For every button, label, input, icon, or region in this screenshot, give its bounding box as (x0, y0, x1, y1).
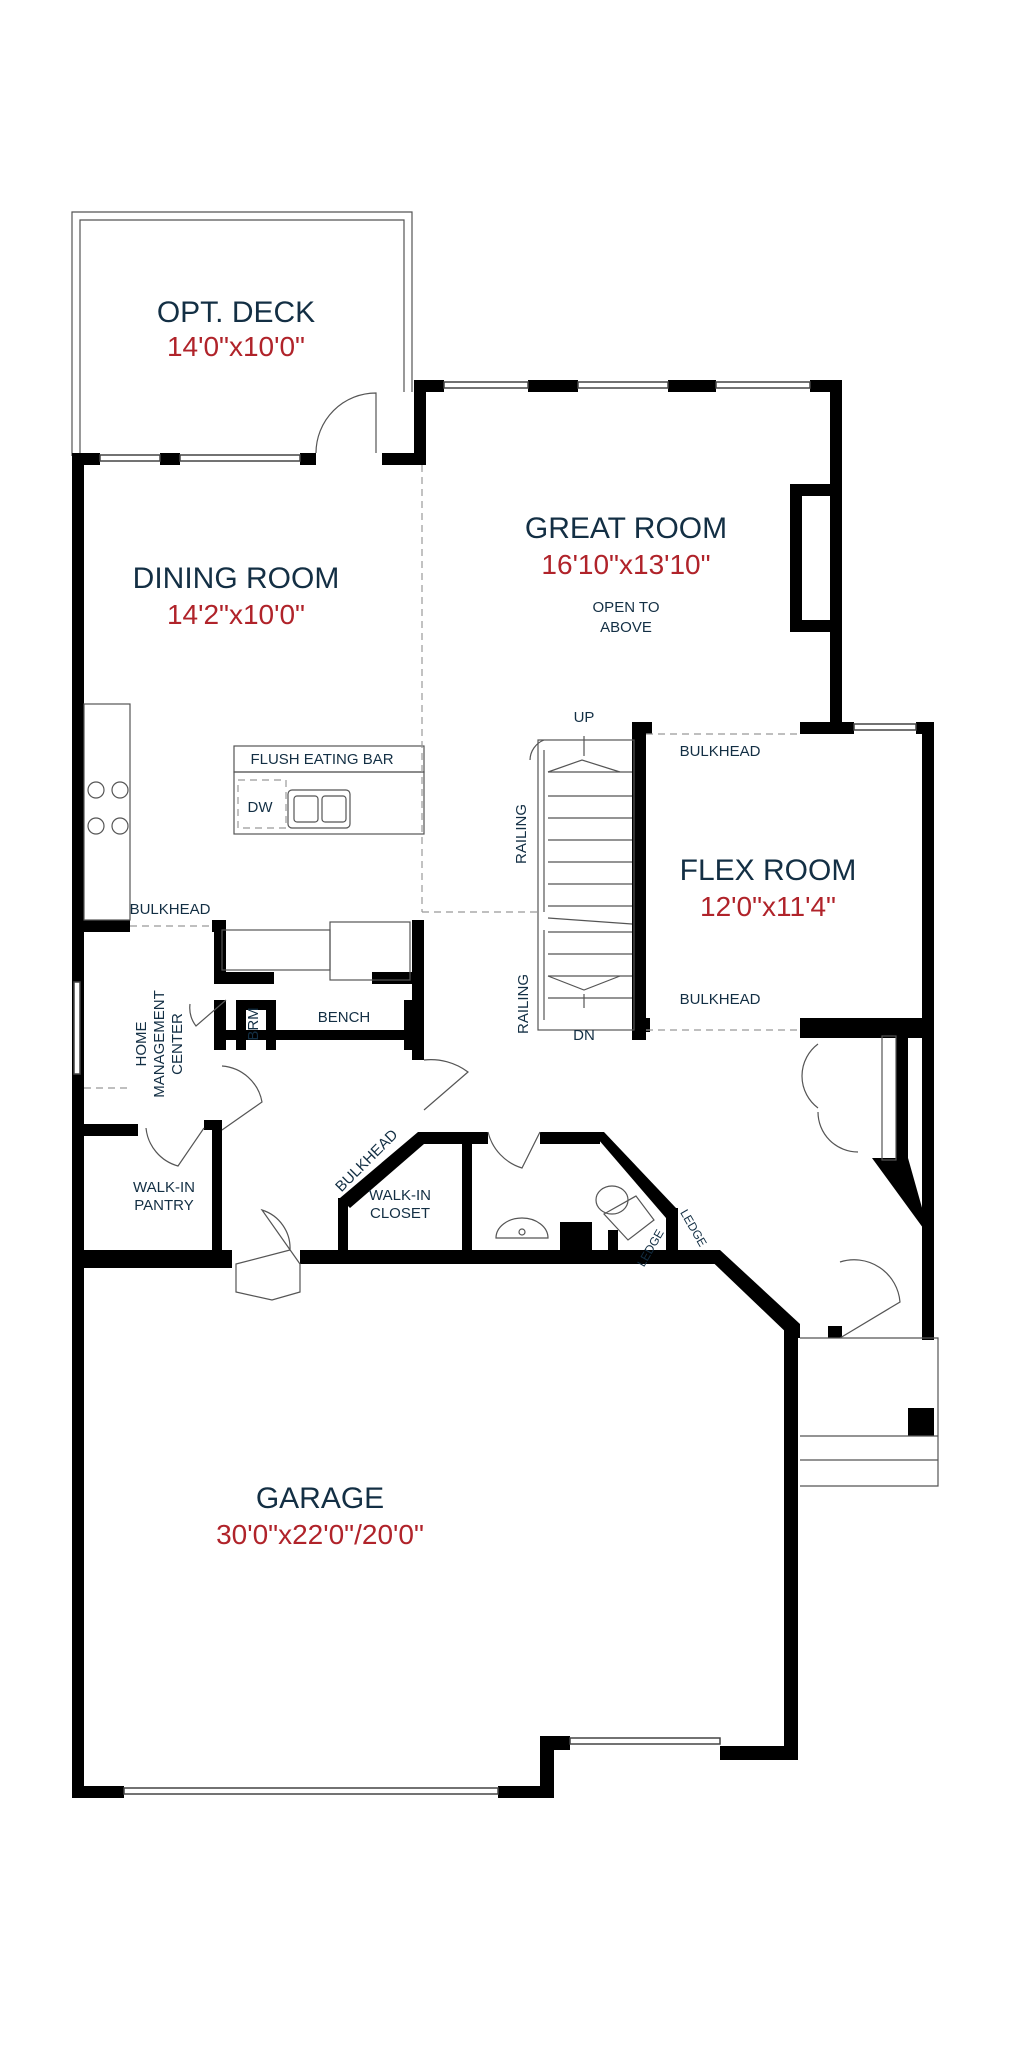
doors (145, 392, 901, 1339)
railing-lower-label: RAILING (515, 974, 532, 1034)
dining-room-name: DINING ROOM (133, 562, 340, 595)
annotations: FLUSH EATING BAR DW UP DN RAILING RAILIN… (130, 709, 761, 1269)
bench-label: BENCH (318, 1009, 371, 1026)
walkin-closet-line1: WALK-IN (369, 1187, 431, 1204)
windows (73, 381, 917, 1795)
great-room-note-2: ABOVE (600, 619, 652, 636)
home-mgmt-line1: HOME (133, 1022, 150, 1067)
deck-outline (71, 211, 413, 456)
front-porch (800, 1337, 939, 1487)
great-room-size: 16'10"x13'10" (541, 549, 710, 580)
railing-upper-label: RAILING (513, 804, 530, 864)
walkin-pantry-line1: WALK-IN (133, 1179, 195, 1196)
kitchen-bulkhead-label: BULKHEAD (130, 901, 211, 918)
walls (72, 380, 934, 1798)
flex-bulkhead-top-label: BULKHEAD (680, 743, 761, 760)
dishwasher-label: DW (248, 799, 274, 816)
home-mgmt-line3: CENTER (169, 1013, 186, 1075)
room-labels: OPT. DECK 14'0"x10'0" DINING ROOM 14'2"x… (133, 296, 857, 1550)
deck-name: OPT. DECK (157, 296, 315, 329)
staircase (529, 736, 635, 1031)
kitchen (83, 465, 540, 1089)
walkin-closet-line2: CLOSET (370, 1205, 430, 1222)
garage-size: 30'0"x22'0"/20'0" (216, 1519, 424, 1550)
deck-size: 14'0"x10'0" (167, 331, 305, 362)
bathroom-label: BRM (245, 1007, 262, 1040)
ledge-right-label: LEDGE (677, 1207, 709, 1249)
stairs-down-label: DN (573, 1027, 595, 1044)
powder-room-fixtures (495, 1185, 655, 1241)
great-room-name: GREAT ROOM (525, 512, 727, 545)
great-room-note-1: OPEN TO (593, 599, 660, 616)
home-mgmt-line2: MANAGEMENT (151, 990, 168, 1098)
garage-name: GARAGE (256, 1482, 384, 1515)
flex-room-size: 12'0"x11'4" (700, 891, 836, 922)
flush-eating-bar-label: FLUSH EATING BAR (250, 751, 393, 768)
stairs-up-label: UP (574, 709, 595, 726)
flex-bulkheads (646, 733, 800, 1031)
dining-room-size: 14'2"x10'0" (167, 599, 305, 630)
flex-bulkhead-bottom-label: BULKHEAD (680, 991, 761, 1008)
walkin-pantry-line2: PANTRY (134, 1197, 193, 1214)
flex-room-name: FLEX ROOM (680, 854, 857, 887)
